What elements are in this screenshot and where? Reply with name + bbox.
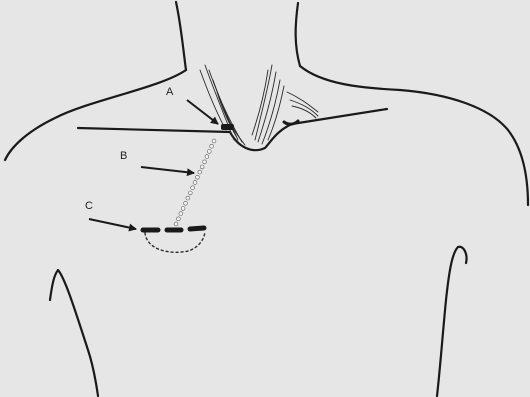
tunnel-dot [196,175,200,179]
tunnel-dot [188,191,192,195]
tunnel-dot [174,222,178,226]
tunnel-dot [212,139,216,143]
tunnel-dot [200,165,204,169]
mark-a-incision [221,124,234,130]
tunnel-dot [186,196,190,200]
tunnel-dot [210,144,214,148]
mark-c-incision [143,228,204,230]
label-a: A [166,87,173,98]
label-b: B [120,151,127,162]
tunnel-dot [193,181,197,185]
tunnel-dot [203,160,207,164]
tunnel-dot [177,217,181,221]
tunnel-dot [198,170,202,174]
label-c: C [85,201,93,212]
tunnel-dot [205,155,209,159]
tunnel-dot [184,201,188,205]
tunnel-dot [207,150,211,154]
tunnel-dot [191,186,195,190]
tunnel-dot [181,207,185,211]
tunnel-dot [179,212,183,216]
